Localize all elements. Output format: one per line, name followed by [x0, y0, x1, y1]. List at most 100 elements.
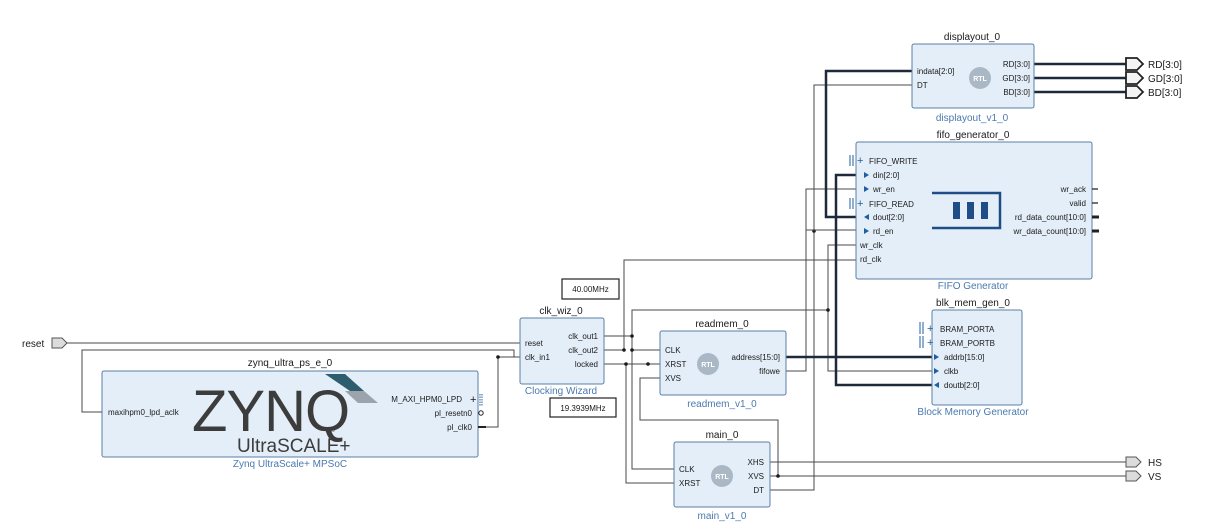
block-zynq-subtitle: Zynq UltraScale+ MPSoC — [233, 459, 347, 470]
bus-interface-icon — [919, 322, 924, 334]
pin-clkwiz-locked: locked — [575, 360, 598, 369]
svg-text:®: ® — [330, 426, 336, 434]
freq-box-clk-out2: 19.3939MHz — [549, 397, 617, 418]
port-vs-arrow-icon — [1125, 470, 1142, 482]
pin-fifo-dout: dout[2:0] — [873, 213, 904, 222]
pin-readmem-xvs: XVS — [665, 374, 681, 383]
freq-clk-out2: 19.3939MHz — [560, 404, 605, 413]
wire-clk-out1[interactable] — [604, 335, 660, 351]
zynq-logo-mark-dark — [325, 374, 364, 391]
wire-xrst-main[interactable] — [625, 364, 674, 484]
bus-doutb-din[interactable] — [834, 173, 932, 387]
block-bram-body[interactable] — [931, 309, 1023, 406]
block-clk-wiz[interactable]: clk_wiz_0 Clocking Wizard reset clk_in1 … — [519, 306, 605, 397]
zynq-logo-ultrascale: UltraSCALE+ — [237, 436, 351, 457]
pin-pl-resetn0: pl_resetn0 — [435, 409, 473, 418]
block-clk-wiz-body[interactable] — [519, 317, 605, 385]
pin-clkwiz-reset: reset — [525, 339, 544, 348]
block-fifo-subtitle: FIFO Generator — [938, 281, 1009, 292]
wire-clkb[interactable] — [827, 310, 932, 372]
port-gd[interactable]: GD[3:0] — [1125, 71, 1183, 85]
block-displayout[interactable]: displayout_0 displayout_v1_0 indata[2:0]… — [911, 32, 1035, 124]
port-hs[interactable]: HS — [1125, 456, 1162, 469]
pin-readmem-address: address[15:0] — [732, 353, 780, 362]
block-main[interactable]: main_0 main_v1_0 CLK XRST XHS XVS DT RTL — [673, 430, 771, 522]
pin-fifo-rd-en: rd_en — [873, 227, 893, 236]
block-readmem[interactable]: readmem_0 readmem_v1_0 CLK XRST XVS addr… — [659, 319, 787, 410]
bus-interface-icon — [849, 198, 854, 209]
port-reset[interactable]: reset — [22, 337, 68, 350]
pin-readmem-xrst: XRST — [665, 360, 686, 369]
bus-interface-icon — [919, 336, 924, 348]
pin-arrow-icon — [934, 354, 939, 360]
pin-clkwiz-out2: clk_out2 — [568, 346, 598, 355]
zynq-logo-text: ZYNQ — [192, 379, 349, 444]
pin-main-xhs: XHS — [748, 458, 764, 467]
pin-clkwiz-out1: clk_out1 — [568, 332, 598, 341]
block-main-title: main_0 — [706, 430, 739, 441]
pin-arrow-icon — [864, 172, 869, 178]
block-zynq[interactable]: zynq_ultra_ps_e_0 Zynq UltraScale+ MPSoC… — [96, 358, 486, 470]
expand-plus-icon[interactable]: + — [927, 337, 933, 349]
pin-display-rd: RD[3:0] — [1003, 60, 1030, 69]
expand-plus-icon[interactable]: + — [857, 155, 863, 167]
pin-display-indata: indata[2:0] — [917, 67, 954, 76]
port-bd-arrow-icon — [1125, 85, 1145, 99]
block-readmem-body[interactable] — [659, 330, 787, 396]
block-readmem-subtitle: readmem_v1_0 — [687, 399, 757, 410]
rtl-icon: RTL — [711, 465, 733, 487]
pin-main-clk: CLK — [679, 465, 695, 474]
block-readmem-title: readmem_0 — [695, 319, 749, 330]
rtl-icon: RTL — [697, 353, 719, 375]
wire-xvs-loop[interactable] — [639, 377, 779, 476]
pin-arrow-icon — [934, 382, 939, 388]
pin-arrow-icon — [934, 368, 939, 374]
pin-maxihpm0-aclk: maxihpm0_lpd_aclk — [108, 408, 180, 417]
port-reset-label: reset — [22, 339, 44, 350]
wires — [66, 62, 1126, 491]
block-fifo[interactable]: fifo_generator_0 FIFO Generator + FIFO_W… — [849, 130, 1099, 292]
pin-main-xvs: XVS — [748, 472, 764, 481]
pin-fifo-wr-clk: wr_clk — [859, 241, 884, 250]
pin-display-bd: BD[3:0] — [1003, 88, 1030, 97]
port-hs-label: HS — [1148, 458, 1162, 469]
bus-interface-icon — [479, 394, 483, 406]
expand-plus-icon[interactable]: + — [857, 198, 863, 210]
port-gd-label: GD[3:0] — [1148, 74, 1183, 85]
pin-bram-porta: BRAM_PORTA — [940, 325, 995, 334]
pin-main-xrst: XRST — [679, 479, 700, 488]
pin-expand-plus-icon[interactable]: + — [470, 394, 476, 406]
expand-plus-icon[interactable]: + — [927, 323, 933, 335]
pin-fifo-valid: valid — [1070, 199, 1086, 208]
block-zynq-title: zynq_ultra_ps_e_0 — [248, 358, 333, 369]
pin-resetn-bubble-icon — [478, 410, 484, 416]
fifo-icon — [932, 191, 1002, 230]
wire-clk-main[interactable] — [631, 350, 674, 470]
port-rd[interactable]: RD[3:0] — [1125, 57, 1182, 71]
pin-fifo-write: FIFO_WRITE — [869, 157, 917, 166]
freq-box-clk-out1: 40.00MHz — [561, 278, 620, 300]
block-bram[interactable]: blk_mem_gen_0 Block Memory Generator + B… — [917, 298, 1029, 418]
zynq-logo: ZYNQ ® UltraSCALE+ — [192, 374, 378, 457]
wire-aclk[interactable] — [81, 349, 515, 413]
port-rd-label: RD[3:0] — [1148, 60, 1182, 71]
pin-bram-clkb: clkb — [944, 367, 959, 376]
block-bram-title: blk_mem_gen_0 — [936, 298, 1010, 309]
port-vs[interactable]: VS — [1125, 470, 1162, 483]
wire-dt[interactable] — [770, 84, 912, 491]
pin-bram-doutb: doutb[2:0] — [944, 381, 980, 390]
pin-clkwiz-clkin1: clk_in1 — [525, 353, 550, 362]
pin-arrow-icon — [864, 228, 869, 234]
port-vs-label: VS — [1148, 472, 1162, 483]
wire-pl-clk0[interactable] — [486, 356, 520, 428]
block-zynq-body[interactable] — [101, 370, 479, 458]
pin-main-dt: DT — [753, 486, 764, 495]
pin-fifo-rd-count: rd_data_count[10:0] — [1015, 213, 1086, 222]
pin-bram-addrb: addrb[15:0] — [944, 353, 984, 362]
bus-dout-indata[interactable] — [824, 69, 912, 219]
wire-clk-out2[interactable] — [604, 259, 856, 351]
pin-display-dt: DT — [917, 81, 928, 90]
block-clk-wiz-subtitle: Clocking Wizard — [525, 386, 597, 397]
port-bd[interactable]: BD[3:0] — [1125, 85, 1182, 99]
